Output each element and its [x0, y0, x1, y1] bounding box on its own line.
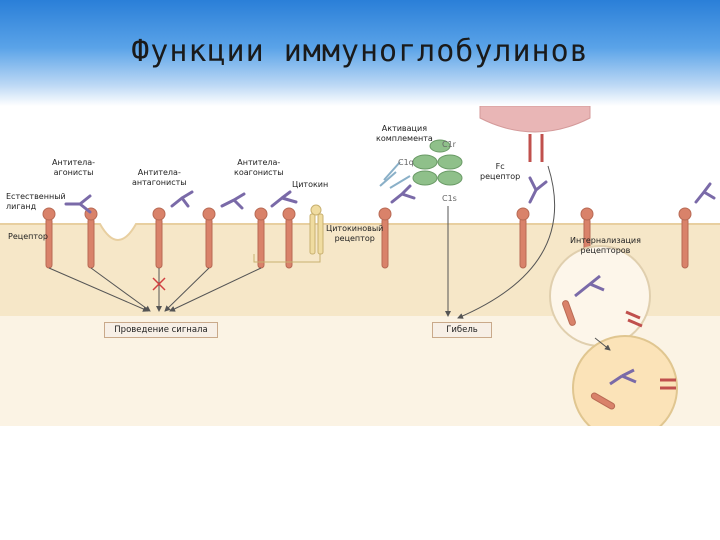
label-coagonists: Антитела- коагонисты — [234, 158, 284, 177]
label-receptor: Рецептор — [8, 232, 48, 241]
box-cell-death: Гибель — [432, 322, 492, 338]
complement-complex — [412, 139, 463, 186]
label-cytokine: Цитокин — [292, 180, 329, 189]
blocked-mark — [152, 277, 166, 291]
immunoglobulin-functions-diagram — [0, 106, 720, 426]
label-c1s: C1s — [442, 194, 457, 203]
label-agonists: Антитела- агонисты — [52, 158, 96, 177]
cell-membrane — [0, 224, 720, 316]
slide-header — [0, 0, 720, 106]
label-fc-receptor: Fc рецептор — [480, 162, 521, 181]
label-c1r: C1r — [442, 140, 456, 149]
label-natural-ligand: Естественный лиганд — [6, 192, 66, 211]
slide-title: Функции иммуноглобулинов — [131, 34, 589, 69]
box-signal-transduction: Проведение сигнала — [104, 322, 218, 338]
endosome-lower — [572, 335, 678, 426]
label-cytokine-receptor: Цитокиновый рецептор — [326, 224, 384, 243]
endosome-upper — [549, 245, 651, 347]
antibody-group — [64, 176, 716, 214]
label-c1q: C1q — [398, 158, 414, 167]
label-internalization: Интернализация рецепторов — [570, 236, 641, 255]
effector-cell — [479, 106, 591, 133]
label-antagonists: Антитела- антагонисты — [132, 168, 187, 187]
fc-receptor — [528, 134, 544, 162]
receptor-group — [42, 207, 692, 269]
label-complement-activation: Активация комплемента — [376, 124, 433, 143]
cytokine-receptor — [309, 204, 324, 255]
